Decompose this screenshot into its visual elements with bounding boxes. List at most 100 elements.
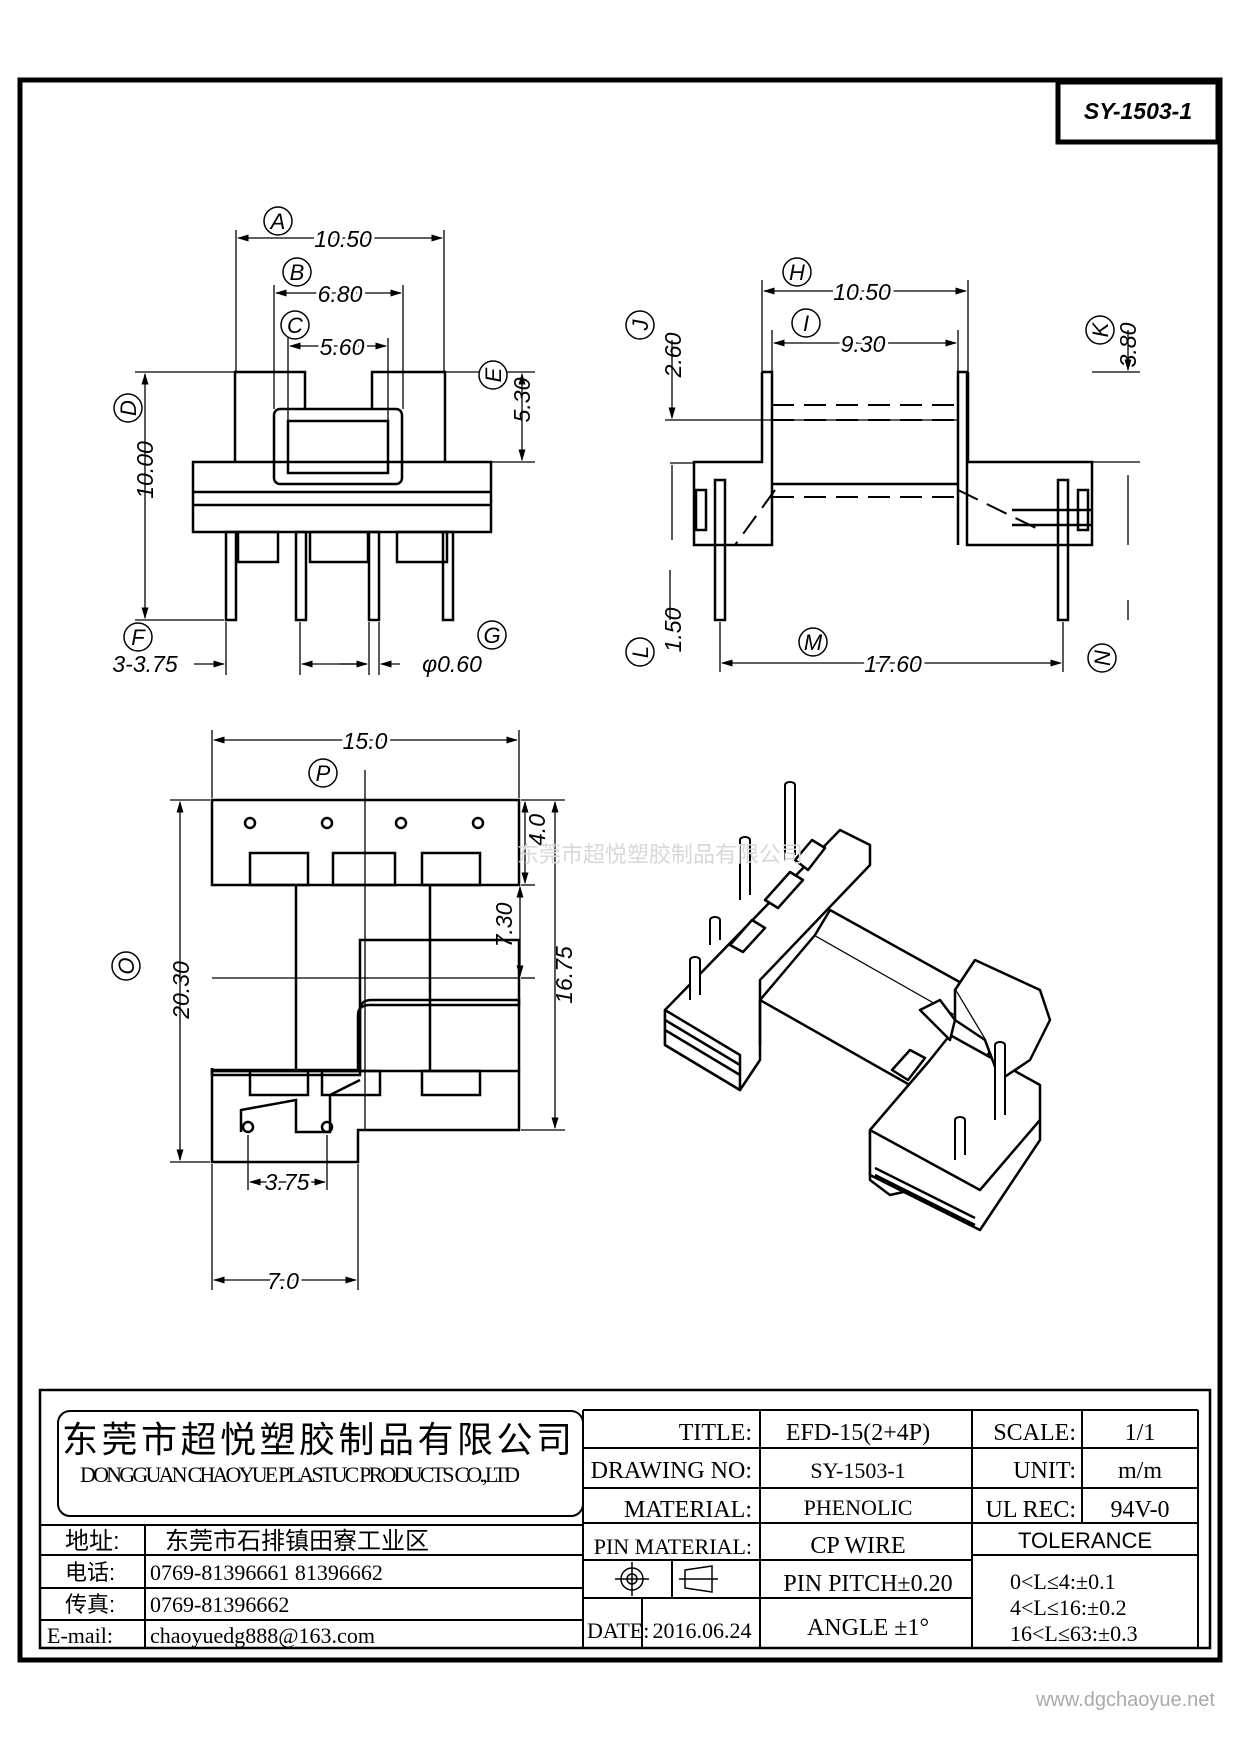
angle: ANGLE ±1° <box>807 1615 929 1641</box>
label-L: L <box>625 637 655 667</box>
svg-text:G: G <box>483 623 500 648</box>
label-N: M <box>798 627 828 657</box>
projection-symbol-icon <box>615 1562 718 1596</box>
label-C: C <box>280 310 310 340</box>
scale-label: SCALE: <box>993 1420 1076 1446</box>
drawing-id-box: SY-1503-1 <box>1055 79 1221 145</box>
dim-b: 6.80 <box>318 281 363 307</box>
email-label: E-mail: <box>47 1623 113 1648</box>
address-label: 地址: <box>65 1528 120 1555</box>
svg-text:L: L <box>628 646 653 658</box>
title-block <box>38 1388 1212 1650</box>
dim-l: 1.50 <box>660 607 686 652</box>
tolerance-1: 0<L≤4:±0.1 <box>1010 1569 1116 1594</box>
dim-g: φ0.60 <box>422 651 482 677</box>
svg-text:B: B <box>290 260 305 285</box>
dim-top: 4.0 <box>524 814 550 846</box>
svg-text:E: E <box>481 367 506 382</box>
dim-e: 5.30 <box>509 377 535 422</box>
fax: 0769-81396662 <box>150 1592 289 1617</box>
email: chaoyuedg888@163.com <box>150 1623 375 1648</box>
fax-label: 传真: <box>65 1592 115 1617</box>
isometric-view <box>663 781 1052 1232</box>
drawing-id: SY-1503-1 <box>1084 98 1192 124</box>
front-view-labels: A 10.50 B 6.80 C 5.60 D 10.00 E 5.30 F 3… <box>112 206 535 677</box>
svg-text:A: A <box>269 209 286 234</box>
dim-k: 3.80 <box>1115 322 1141 367</box>
pin-material-label: PIN MATERIAL: <box>594 1534 752 1559</box>
unit-value: m/m <box>1118 1458 1162 1484</box>
svg-text:H: H <box>789 260 805 285</box>
company-en: DONGGUAN CHAOYUE PLASTUC PRODUCTS CO.,LT… <box>80 1462 520 1487</box>
pin-material-value: CP WIRE <box>810 1533 905 1559</box>
material-label: MATERIAL: <box>624 1497 752 1523</box>
label-P: P <box>308 758 338 788</box>
label-O: O <box>111 951 141 981</box>
dim-h: 10.50 <box>833 279 891 305</box>
tolerance-2: 4<L≤16:±0.2 <box>1010 1595 1127 1620</box>
title-value: EFD-15(2+4P) <box>786 1420 930 1446</box>
dim-j: 2.60 <box>660 332 686 378</box>
material-value: PHENOLIC <box>804 1495 913 1520</box>
sheet-border <box>17 77 1223 1663</box>
tolerance-3: 16<L≤63:±0.3 <box>1010 1621 1138 1646</box>
ul-label: UL REC: <box>986 1497 1076 1523</box>
dim-o: 20.30 <box>168 961 194 1020</box>
label-G: G <box>477 620 507 650</box>
dim-base: 7.0 <box>267 1268 299 1294</box>
label-D: D <box>113 393 143 423</box>
front-view <box>135 230 535 675</box>
dim-p: 15.0 <box>343 728 388 754</box>
svg-text:N: N <box>1090 650 1115 666</box>
svg-text:J: J <box>628 319 653 332</box>
title-block-text: 东莞市超悦塑胶制品有限公司 DONGGUAN CHAOYUE PLASTUC P… <box>47 1419 1170 1648</box>
label-H: H <box>782 257 812 287</box>
dim-i: 9.30 <box>841 331 886 357</box>
footer-url: www.dgchaoyue.net <box>1035 1689 1215 1711</box>
svg-text:O: O <box>114 957 139 974</box>
dim-pitch: 3.75 <box>265 1169 310 1195</box>
bottom-view <box>170 730 565 1290</box>
label-J: J <box>625 310 655 340</box>
watermark: 东莞市超悦塑胶制品有限公司 <box>517 842 803 867</box>
scale-value: 1/1 <box>1125 1420 1156 1446</box>
svg-text:M: M <box>804 630 823 655</box>
dim-f: 3-3.75 <box>112 651 177 677</box>
svg-text:D: D <box>116 400 141 416</box>
dim-c: 5.60 <box>320 334 365 360</box>
dim-a: 10.50 <box>314 226 372 252</box>
svg-text:I: I <box>803 311 809 336</box>
label-F: F <box>123 622 153 652</box>
tolerance-label: TOLERANCE <box>1018 1528 1152 1553</box>
address: 东莞市石排镇田寮工业区 <box>165 1528 429 1555</box>
dim-right: 16.75 <box>551 946 577 1004</box>
label-A: A <box>263 206 293 236</box>
dim-mid: 7.30 <box>491 902 517 947</box>
label-E: E <box>478 360 508 390</box>
drawing-no-value: SY-1503-1 <box>810 1458 905 1483</box>
svg-text:K: K <box>1088 321 1113 337</box>
svg-text:F: F <box>131 625 146 650</box>
dim-n: 17.60 <box>864 651 922 677</box>
phone-label: 电话: <box>65 1560 115 1585</box>
ul-value: 94V-0 <box>1110 1497 1169 1523</box>
side-view-labels: H 10.50 I 9.30 J 2.60 K 3.80 L 1.50 N M … <box>625 257 1141 680</box>
svg-text:C: C <box>287 313 303 338</box>
label-I: I <box>791 308 821 338</box>
date-label: DATE: <box>587 1618 649 1643</box>
svg-text:P: P <box>316 761 331 786</box>
drawing-no-label: DRAWING NO: <box>591 1458 752 1484</box>
unit-label: UNIT: <box>1013 1458 1076 1484</box>
label-K: K <box>1085 315 1115 345</box>
phone: 0769-81396661 81396662 <box>150 1560 383 1585</box>
label-B: B <box>282 257 312 287</box>
date-value: 2016.06.24 <box>653 1618 752 1643</box>
bottom-view-labels: 15.0 P O 20.30 4.0 7.30 16.75 3.75 7.0 <box>111 725 577 1297</box>
label-M: N <box>1087 643 1117 673</box>
dim-d: 10.00 <box>132 441 158 499</box>
pin-pitch: PIN PITCH±0.20 <box>783 1571 952 1597</box>
company-cn: 东莞市超悦塑胶制品有限公司 <box>62 1419 572 1460</box>
title-label: TITLE: <box>679 1420 752 1446</box>
side-view <box>665 280 1140 672</box>
